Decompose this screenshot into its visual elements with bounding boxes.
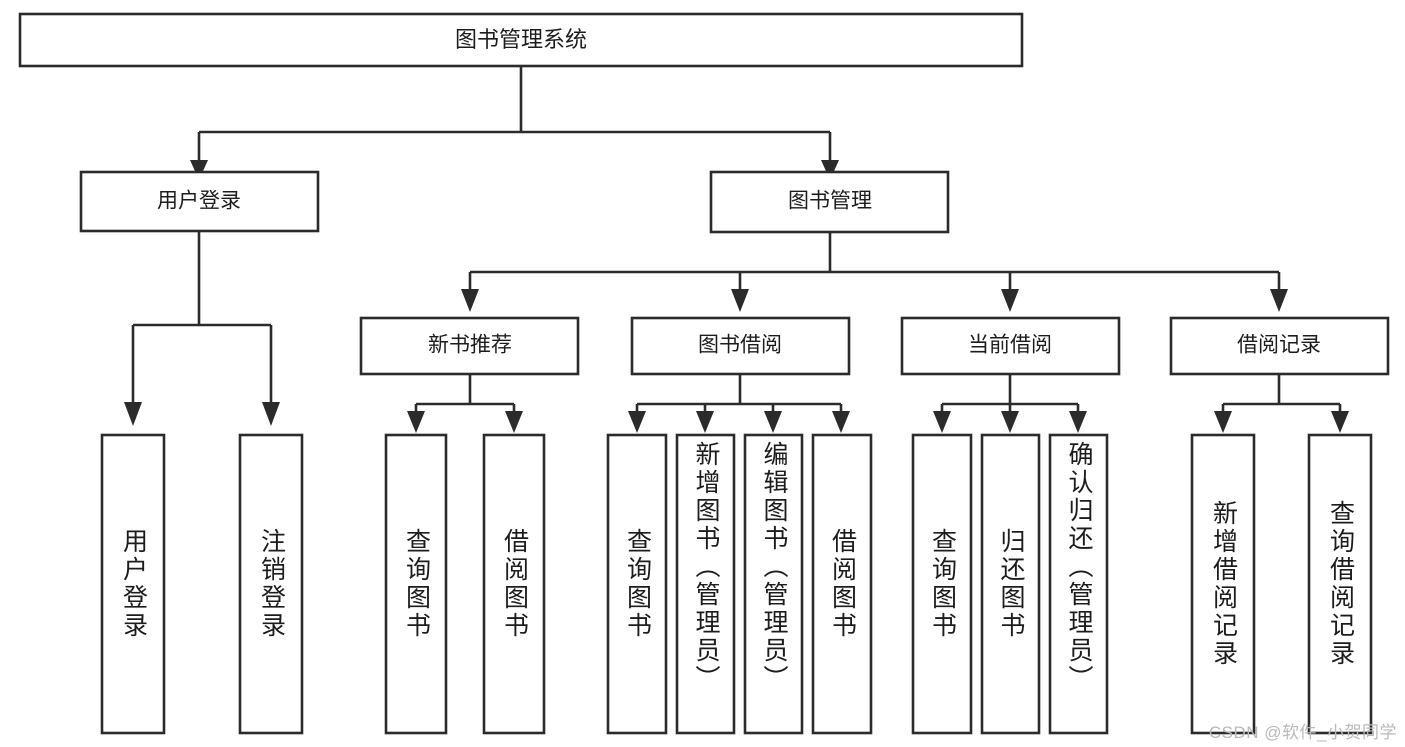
node-current-borrow-box[interactable] [900, 316, 1121, 376]
connector-book-borrow-to-leaves [635, 374, 843, 414]
arrow-head-new-book-rec [461, 289, 479, 312]
node-new-book-rec-label: 新书推荐 [428, 334, 512, 357]
arrow-head-borrow-record [1270, 289, 1288, 312]
node-current-borrow[interactable]: 当前借阅 [900, 316, 1121, 376]
arrow-head-book-borrow [731, 289, 749, 312]
arrow-head-leaf-borrow-book-2 [832, 411, 850, 433]
connector-user-login-to-leaves [131, 231, 273, 404]
node-leaf-add-book-box[interactable] [675, 433, 736, 735]
node-leaf-query-record-box[interactable] [1307, 433, 1373, 735]
node-new-book-rec-box[interactable] [359, 316, 580, 376]
node-book-borrow-box[interactable] [630, 316, 851, 376]
arrow-head-current-borrow [1001, 289, 1019, 312]
node-leaf-query-book-2-box[interactable] [606, 433, 668, 735]
arrow-head-leaf-return-book [1001, 411, 1019, 433]
node-book-manage-label: 图书管理 [788, 190, 872, 213]
node-borrow-record-box[interactable] [1169, 316, 1390, 376]
arrow-head-user-login [190, 160, 208, 180]
node-book-borrow-label: 图书借阅 [698, 334, 782, 357]
node-leaf-confirm-return-box[interactable] [1048, 433, 1109, 735]
node-leaf-add-record-box[interactable] [1190, 433, 1256, 735]
node-new-book-rec[interactable]: 新书推荐 [359, 316, 580, 376]
arrow-head-leaf-query-record [1331, 411, 1349, 433]
node-leaf-edit-book-box[interactable] [743, 433, 804, 735]
node-borrow-record-label: 借阅记录 [1237, 334, 1321, 357]
connector-book-manage-to-level3 [468, 232, 1281, 292]
node-current-borrow-label: 当前借阅 [968, 334, 1052, 357]
arrow-head-leaf-query-book-2 [628, 411, 646, 433]
connector-group-root [190, 66, 839, 180]
arrow-head-leaf-confirm-return [1069, 411, 1087, 433]
arrow-head-book-manage [821, 160, 839, 180]
connector-new-book-rec-to-leaves [414, 374, 516, 414]
connector-borrow-record-to-leaves [1221, 374, 1342, 414]
connector-group-borrow-record [1214, 374, 1349, 433]
connector-group-book-manage [461, 232, 1288, 312]
arrow-head-leaf-logout [262, 402, 280, 426]
node-leaf-user-login-box[interactable] [100, 433, 166, 735]
connector-group-book-borrow [628, 374, 850, 433]
node-root-label: 图书管理系统 [455, 27, 587, 52]
arrow-head-leaf-add-book [696, 411, 714, 433]
node-leaf-logout-box[interactable] [238, 433, 304, 735]
arrow-head-leaf-add-record [1214, 411, 1232, 433]
node-leaf-borrow-book-2-box[interactable] [811, 433, 873, 735]
csdn-watermark: CSDN @软件_小贺同学 [1208, 723, 1397, 742]
node-book-manage[interactable]: 图书管理 [709, 170, 950, 234]
node-leaf-return-book-box[interactable] [980, 433, 1041, 735]
node-borrow-record[interactable]: 借阅记录 [1169, 316, 1390, 376]
arrow-head-leaf-user-login [124, 402, 142, 426]
connector-root-to-level2 [197, 66, 832, 163]
node-leaf-query-book-1-box[interactable] [384, 433, 448, 735]
connector-current-borrow-to-leaves [940, 374, 1080, 414]
connector-group-current-borrow [933, 374, 1087, 433]
connector-group-new-book-rec [407, 374, 523, 433]
connector-group-user-login [124, 231, 280, 426]
node-root-box[interactable] [18, 12, 1024, 68]
node-root[interactable]: 图书管理系统 [18, 12, 1024, 68]
node-book-manage-box[interactable] [709, 170, 950, 234]
arrow-head-leaf-edit-book [764, 411, 782, 433]
node-book-borrow[interactable]: 图书借阅 [630, 316, 851, 376]
node-leaf-query-book-3-box[interactable] [911, 433, 973, 735]
arrow-head-leaf-borrow-book-1 [505, 411, 523, 433]
node-leaf-borrow-book-1-box[interactable] [482, 433, 546, 735]
arrow-head-leaf-query-book-3 [933, 411, 951, 433]
arrow-head-leaf-query-book-1 [407, 411, 425, 433]
node-user-login-label: 用户登录 [157, 190, 241, 213]
node-user-login-box[interactable] [79, 170, 320, 233]
node-user-login[interactable]: 用户登录 [79, 170, 320, 233]
